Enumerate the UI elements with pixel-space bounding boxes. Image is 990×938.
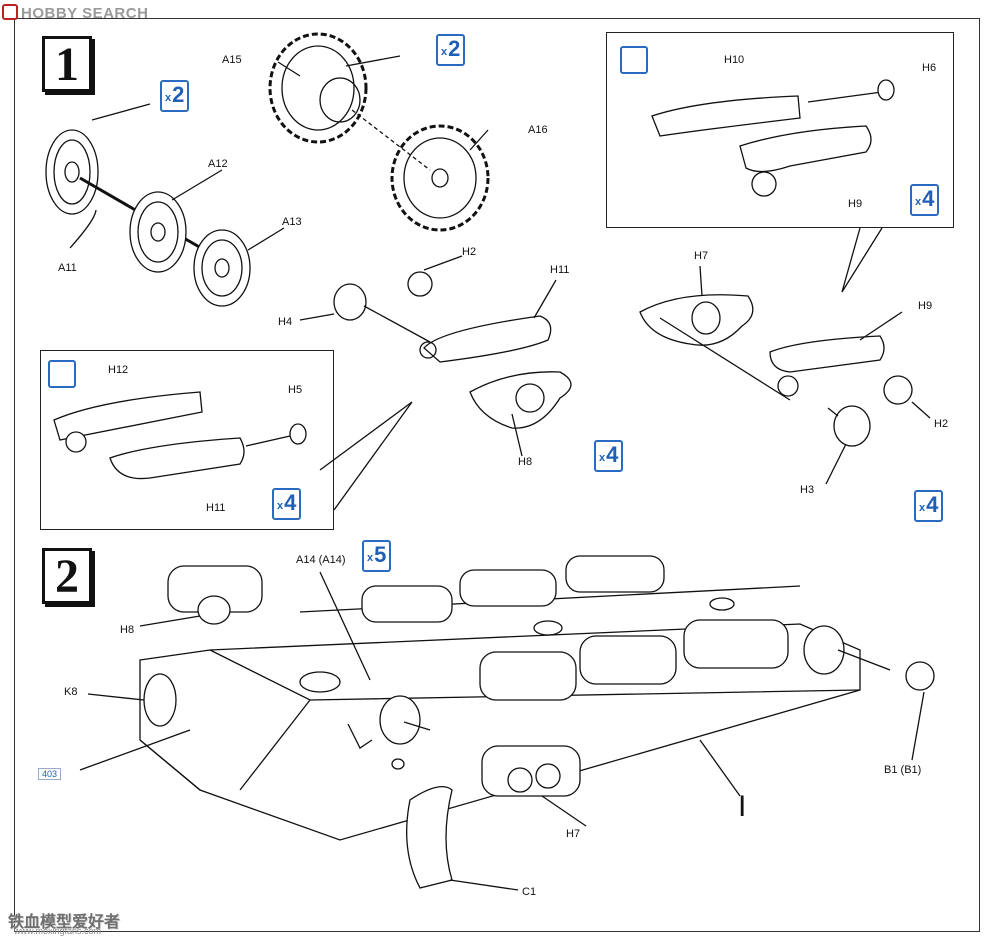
idler-wheel-assembly-icon bbox=[45, 129, 251, 307]
page-number: 403 bbox=[38, 768, 62, 780]
label-h7: H7 bbox=[694, 250, 709, 262]
label-h2-right: H2 bbox=[934, 418, 949, 430]
callout-right-icon bbox=[841, 227, 883, 293]
suspension-arm-right-icon bbox=[639, 294, 913, 447]
logo-mark-icon bbox=[2, 4, 18, 20]
instruction-frame bbox=[14, 18, 980, 932]
label-h11: H11 bbox=[550, 264, 570, 276]
label-a13: A13 bbox=[282, 216, 302, 228]
label-k8: K8 bbox=[64, 686, 78, 698]
part-a14-icon bbox=[391, 758, 405, 770]
watermark-text: 铁血模型爱好者 bbox=[8, 914, 121, 931]
suspension-arm-left-icon bbox=[333, 271, 572, 429]
quantity-badge-idler: x2 bbox=[160, 80, 190, 112]
detail-right-parts-icon bbox=[651, 79, 895, 197]
quantity-badge-return-rollers: x5 bbox=[362, 540, 392, 572]
part-bracket-icon bbox=[347, 723, 373, 749]
label-h8-step2: H8 bbox=[120, 624, 135, 636]
watermark-url: www.moxingfans.com bbox=[14, 926, 102, 936]
sprocket-assembly-icon bbox=[268, 32, 490, 232]
label-h3: H3 bbox=[800, 484, 815, 496]
label-a12: A12 bbox=[208, 158, 228, 170]
quantity-badge-sprocket: x2 bbox=[436, 34, 466, 66]
quantity-badge-h8: x4 bbox=[594, 440, 624, 472]
label-h11-detail: H11 bbox=[206, 502, 226, 514]
quantity-badge-detail-left: x4 bbox=[272, 488, 302, 520]
hull-assembly-icon bbox=[139, 585, 861, 889]
hobby-search-logo: HOBBY SEARCH bbox=[2, 4, 148, 22]
label-h2-left: H2 bbox=[462, 246, 477, 258]
paint-brush-icon bbox=[48, 360, 76, 388]
label-b1: B1 (B1) bbox=[884, 764, 922, 776]
detail-left-parts-icon bbox=[53, 391, 307, 480]
label-h8: H8 bbox=[518, 456, 533, 468]
label-h9: H9 bbox=[918, 300, 933, 312]
paint-brush-icon bbox=[620, 46, 648, 74]
quantity-badge-h3: x4 bbox=[914, 490, 944, 522]
label-h7-step2: H7 bbox=[566, 828, 581, 840]
detail-box-left bbox=[40, 350, 334, 530]
detail-box-right bbox=[606, 32, 954, 228]
label-h12: H12 bbox=[108, 364, 129, 376]
label-a14: A14 (A14) bbox=[296, 554, 346, 566]
marker-i: I bbox=[738, 790, 747, 823]
label-h10: H10 bbox=[724, 54, 745, 66]
label-h6: H6 bbox=[922, 62, 937, 74]
logo-text: HOBBY SEARCH bbox=[21, 5, 149, 22]
label-h5: H5 bbox=[288, 384, 303, 396]
label-a11: A11 bbox=[58, 262, 77, 274]
label-h9-detail: H9 bbox=[848, 198, 863, 210]
step-1-number: 1 bbox=[42, 36, 92, 92]
quantity-badge-detail-right: x4 bbox=[910, 184, 940, 216]
arrow-b1-icon bbox=[837, 649, 891, 671]
step-2-number: 2 bbox=[42, 548, 92, 604]
label-a16: A16 bbox=[528, 124, 548, 136]
label-a15: A15 bbox=[222, 54, 242, 66]
bogie-units-icon bbox=[167, 555, 789, 797]
part-b1-icon bbox=[905, 661, 935, 691]
callout-left-icon bbox=[319, 401, 413, 511]
label-h4: H4 bbox=[278, 316, 293, 328]
label-c1: C1 bbox=[522, 886, 537, 898]
